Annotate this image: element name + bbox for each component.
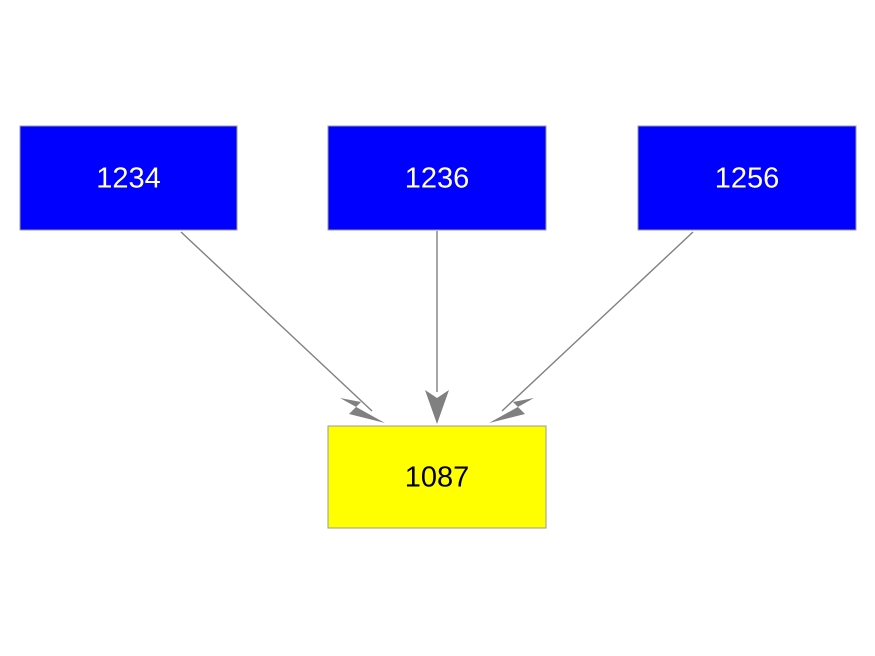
node-1236-label: 1236 <box>405 163 470 195</box>
node-1234-label: 1234 <box>96 163 161 195</box>
edge-1256-to-1087[interactable] <box>489 231 694 423</box>
node-1087-label: 1087 <box>405 462 470 494</box>
arrowhead-1234-1087 <box>340 398 385 423</box>
edge-1236-to-1087[interactable] <box>425 231 449 424</box>
node-1256-label: 1256 <box>715 163 780 195</box>
edge-1234-to-1087[interactable] <box>180 231 385 423</box>
node-1236[interactable]: 1236 <box>327 125 547 231</box>
edge-line-1256-1087 <box>501 231 694 412</box>
arrowhead-1256-1087 <box>489 398 534 423</box>
node-1234-rect <box>19 125 238 231</box>
node-1256-rect <box>637 125 857 231</box>
node-1234[interactable]: 1234 <box>19 125 238 231</box>
node-1087[interactable]: 1087 <box>327 425 547 529</box>
edge-group <box>180 231 694 424</box>
arrowhead-1236-1087 <box>425 390 449 424</box>
node-1236-rect <box>327 125 547 231</box>
node-group: 1234 1236 1256 1087 <box>19 125 857 529</box>
node-1256[interactable]: 1256 <box>637 125 857 231</box>
node-1087-rect <box>327 425 547 529</box>
edge-line-1234-1087 <box>180 231 373 412</box>
